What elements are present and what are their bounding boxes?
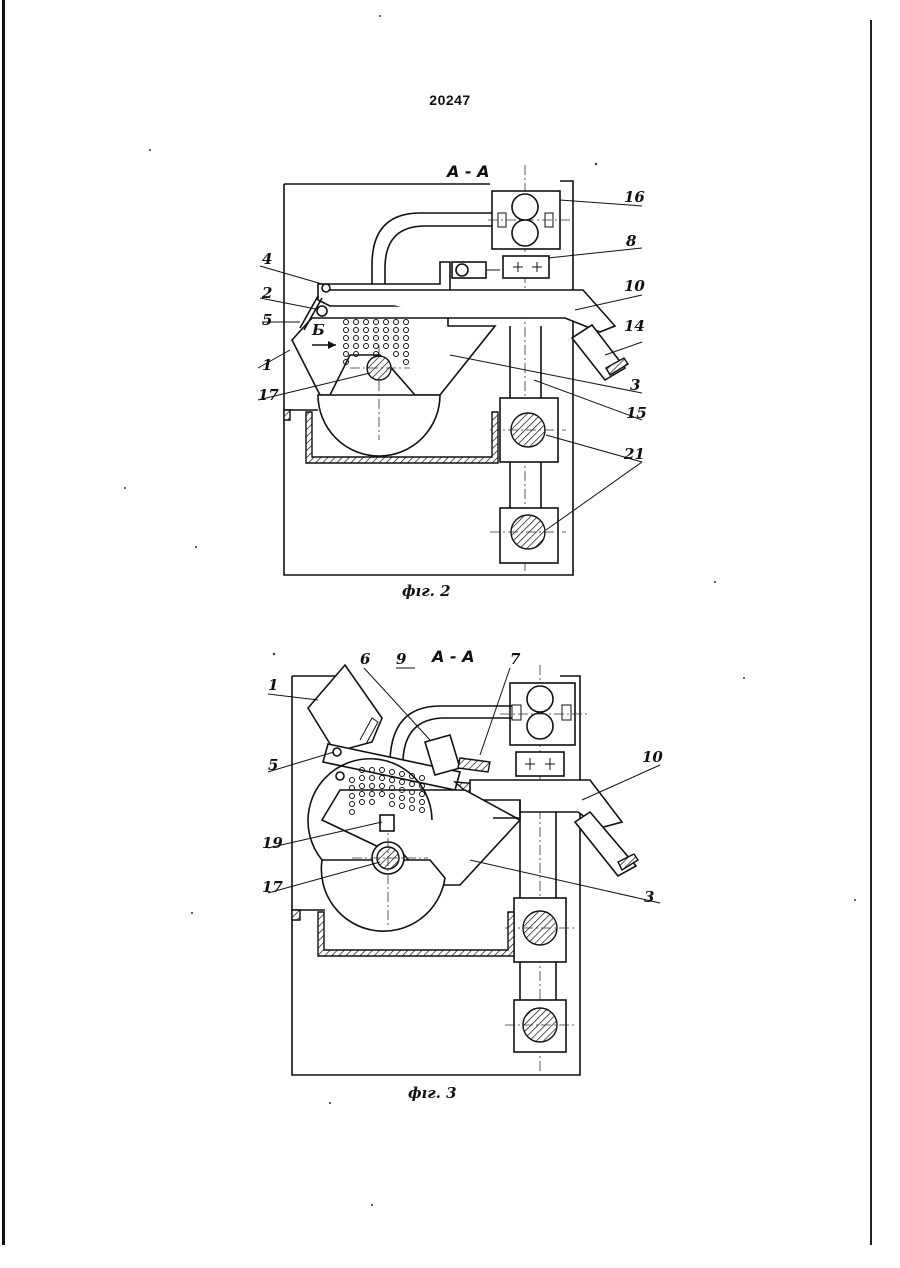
fig3-caption: фıг. 3: [408, 1084, 457, 1102]
fig2-block-8: [503, 256, 549, 278]
fig3-label-6: 6: [360, 650, 371, 668]
fig3-label-9: 9: [396, 650, 407, 668]
fig2-chute-14: [572, 325, 625, 380]
fig3-small-block: [516, 752, 564, 776]
fig2-pivot-2: [317, 306, 327, 316]
fig2-label-16: 16: [624, 188, 645, 206]
fig2-label-10: 10: [624, 277, 645, 295]
fig3-label-3: 3: [644, 888, 654, 906]
fig3-label-10: 10: [642, 748, 663, 766]
fig2-label-4: 4: [262, 250, 272, 268]
fig2-label-15: 15: [626, 404, 647, 422]
fig2-label-21: 21: [623, 445, 645, 463]
fig2-label-8: 8: [626, 232, 637, 250]
fig2-caption: фıг. 2: [402, 582, 451, 600]
fig2-section-title: А - А: [445, 162, 490, 181]
fig3-label-1: 1: [268, 676, 278, 694]
fig2-label-1: 1: [262, 356, 272, 374]
figure-2: А - А: [258, 162, 647, 600]
fig2-label-17: 17: [258, 386, 279, 404]
fig2-label-14: 14: [624, 317, 645, 335]
fig3-label-7: 7: [510, 650, 521, 668]
fig2-label-2: 2: [261, 284, 272, 302]
figure-3: А - А: [262, 647, 663, 1102]
fig3-hopper-1: [308, 665, 382, 752]
fig2-label-3: 3: [630, 376, 640, 394]
fig2-pivot-4: [322, 284, 330, 292]
fig2-arrow-label: Б: [311, 321, 325, 339]
fig2-label-5: 5: [262, 311, 272, 329]
fig3-label-5: 5: [268, 756, 278, 774]
scan-specks: [124, 15, 856, 1206]
fig3-label-17: 17: [262, 878, 283, 896]
fig3-part-19: [380, 815, 394, 831]
fig3-section-title: А - А: [430, 647, 475, 666]
fig3-label-19: 19: [262, 834, 283, 852]
